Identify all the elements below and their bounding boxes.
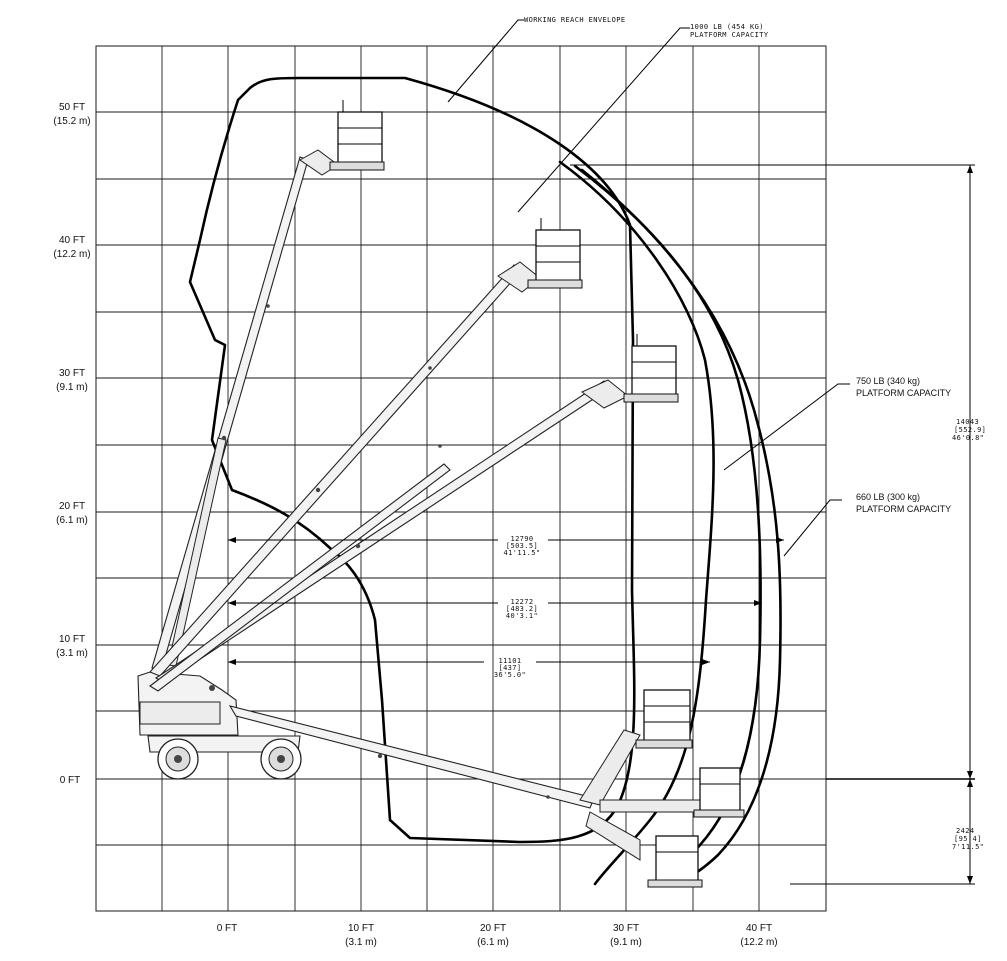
dim-height-in: [552.9] — [954, 426, 986, 434]
dim-reach-750-ft: 40'3.1" — [506, 612, 538, 620]
platform-baskets — [329, 100, 745, 888]
envelope-750lb — [558, 160, 715, 886]
label-750lb-capacity-sub: PLATFORM CAPACITY — [856, 388, 951, 398]
platform-below-grade — [647, 835, 703, 888]
boom-below-grade — [228, 705, 595, 809]
dim-reach-660-mm: 12790 — [510, 535, 533, 543]
y-label-10ft: 10 FT — [59, 634, 85, 645]
x-label-20ft: 20 FT — [480, 923, 506, 934]
y-label-40ft: 40 FT — [59, 235, 85, 246]
y-label-50ft: 50 FT — [59, 102, 85, 113]
y-label-0ft: 0 FT — [60, 775, 81, 786]
platform-middle — [623, 334, 679, 403]
x-label-10ft: 10 FT — [348, 923, 374, 934]
y-axis-labels: 50 FT (15.2 m) 40 FT (12.2 m) 30 FT (9.1… — [53, 102, 90, 786]
label-660lb-capacity: 660 LB (300 kg) — [856, 492, 920, 502]
machine-chassis — [137, 671, 302, 780]
boom-positions — [149, 149, 701, 861]
x-label-40ft-metric: (12.2 m) — [740, 937, 777, 948]
x-label-0ft: 0 FT — [217, 923, 238, 934]
y-label-20ft: 20 FT — [59, 501, 85, 512]
platform-grade — [693, 767, 745, 818]
reference-grid — [96, 46, 826, 911]
label-660lb-capacity-sub: PLATFORM CAPACITY — [856, 504, 951, 514]
x-label-10ft-metric: (3.1 m) — [345, 937, 377, 948]
height-dimensions: 14043 [552.9] 46'0.8" 2424 [95.4] 7'11.5… — [570, 164, 986, 885]
y-label-30ft-metric: (9.1 m) — [56, 382, 88, 393]
dim-depth-ft: 7'11.5" — [952, 843, 984, 851]
label-750lb-capacity: 750 LB (340 kg) — [856, 376, 920, 386]
dim-reach-750-in: [483.2] — [506, 605, 538, 613]
platform-upper — [527, 218, 583, 289]
callout-labels: WORKING REACH ENVELOPE 1000 LB (454 KG) … — [524, 16, 951, 514]
working-reach-envelope — [188, 76, 636, 844]
x-label-40ft: 40 FT — [746, 923, 772, 934]
x-label-30ft-metric: (9.1 m) — [610, 937, 642, 948]
dim-reach-1000-in: [437] — [498, 664, 521, 672]
dim-reach-660-in: [503.5] — [506, 542, 538, 550]
boom-upper — [149, 264, 523, 677]
dim-reach-750-mm: 12272 — [510, 598, 533, 606]
dim-reach-660-ft: 41'11.5" — [504, 549, 541, 557]
label-working-reach-envelope: WORKING REACH ENVELOPE — [524, 16, 626, 24]
y-label-20ft-metric: (6.1 m) — [56, 515, 88, 526]
dim-depth-mm: 2424 — [956, 827, 974, 835]
dim-reach-1000-ft: 36'5.0" — [494, 671, 526, 679]
dim-depth-in: [95.4] — [954, 835, 982, 843]
label-1000lb-capacity: 1000 LB (454 KG) — [690, 23, 764, 31]
grid-frame — [95, 45, 827, 912]
dim-reach-1000-mm: 11101 — [498, 657, 521, 665]
x-axis-labels: 0 FT 10 FT (3.1 m) 20 FT (6.1 m) 30 FT (… — [217, 923, 778, 948]
platform-top — [329, 100, 385, 171]
label-1000lb-capacity-sub: PLATFORM CAPACITY — [690, 31, 769, 39]
callout-leaders — [447, 19, 850, 557]
dim-height-ft: 46'0.8" — [952, 434, 984, 442]
x-label-30ft: 30 FT — [613, 923, 639, 934]
y-label-10ft-metric: (3.1 m) — [56, 648, 88, 659]
envelope-660lb-outer — [580, 168, 782, 888]
x-label-20ft-metric: (6.1 m) — [477, 937, 509, 948]
reach-dimensions: 12790 [503.5] 41'11.5" 12272 [483.2] 40'… — [228, 535, 784, 679]
y-label-40ft-metric: (12.2 m) — [53, 249, 90, 260]
y-label-50ft-metric: (15.2 m) — [53, 116, 90, 127]
platform-low — [635, 689, 693, 749]
dim-height-mm: 14043 — [956, 418, 979, 426]
y-label-30ft: 30 FT — [59, 368, 85, 379]
